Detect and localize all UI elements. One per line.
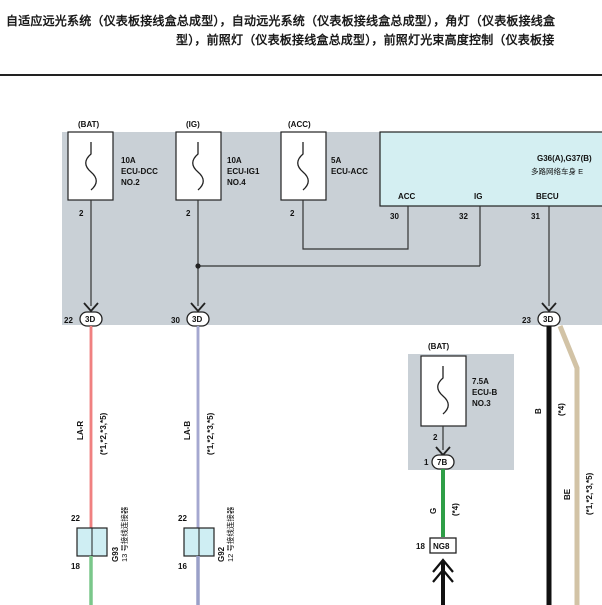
fuse-b-source: (BAT) <box>428 342 450 351</box>
arrow-down-icon <box>541 302 557 313</box>
wire-g-code: G <box>429 508 438 514</box>
junction-g93-pin-top: 22 <box>71 514 80 523</box>
connector-7b-label: 7B <box>437 458 447 467</box>
connector-ng8 <box>429 537 457 554</box>
header-title-line-1: 自适应远光系统（仪表板接线盒总成型），自动远光系统（仪表板接线盒总成型），角灯（… <box>6 14 556 28</box>
wire-la-b-code: LA-B <box>183 421 192 440</box>
connector-ng8-label: NG8 <box>433 542 450 551</box>
wire-la-r-code: LA-R <box>76 421 85 440</box>
ecu-id: G36(A),G37(B) <box>537 154 592 163</box>
wire-la-b-note: (*1,*2,*3,*5) <box>206 412 215 455</box>
junction-g93-id: G93 <box>111 546 120 562</box>
ecu-pin-30: 30 <box>390 212 399 221</box>
ecu-box <box>379 131 602 207</box>
ecu-terminal-acc: ACC <box>398 192 416 201</box>
connector-3d-2-pin: 30 <box>171 316 180 325</box>
junction-g93-pin-bottom: 18 <box>71 562 80 571</box>
fuse-2-rating: 10A <box>227 156 242 165</box>
page-header: 自适应远光系统（仪表板接线盒总成型），自动远光系统（仪表板接线盒总成型），角灯（… <box>0 0 602 76</box>
fuse-2-no: NO.4 <box>227 178 246 187</box>
fuse-1-no: NO.2 <box>121 178 140 187</box>
fuse-b-symbol <box>437 366 449 415</box>
wire-b-note: (*4) <box>557 403 566 416</box>
junction-g92-id: G92 <box>217 546 226 562</box>
fuse-1-symbol <box>85 142 97 191</box>
internal-wiring <box>90 200 550 306</box>
ecu-pin-32: 32 <box>459 212 468 221</box>
ecu-terminal-becu: BECU <box>536 192 559 201</box>
junction-g92-desc: 12 号接线连接器 <box>225 506 235 562</box>
junction-g93-desc: 13 号接线连接器 <box>119 506 129 562</box>
ecu-terminal-ig: IG <box>474 192 482 201</box>
wire-la-r-note: (*1,*2,*3,*5) <box>99 412 108 455</box>
header-divider <box>0 74 602 76</box>
wire-g-note: (*4) <box>451 503 460 516</box>
fuse-1-rating: 10A <box>121 156 136 165</box>
connector-7b-pin: 1 <box>424 458 429 467</box>
junction-g92-pin-bottom: 16 <box>178 562 187 571</box>
fuse-1-name: ECU-DCC <box>121 167 158 176</box>
fuse-2-pin: 2 <box>186 209 191 218</box>
fuse-3-name: ECU-ACC <box>331 167 368 176</box>
fuse-b-no: NO.3 <box>472 399 491 408</box>
fuse-1-pin: 2 <box>79 209 84 218</box>
connector-3d-3-pin: 23 <box>522 316 531 325</box>
connector-3d-3-label: 3D <box>543 315 553 324</box>
arrow-down-icon <box>190 302 206 313</box>
splice-dot <box>195 263 201 269</box>
fuse-3-source: (ACC) <box>288 120 311 129</box>
fuse-b-rating: 7.5A <box>472 377 489 386</box>
junction-g92-pin-top: 22 <box>178 514 187 523</box>
connector-3d-1-label: 3D <box>85 315 95 324</box>
fuse-b-name: ECU-B <box>472 388 498 397</box>
header-title-line-2: 型），前照灯（仪表板接线盒总成型），前照灯光束高度控制（仪表板接 <box>176 33 555 47</box>
arrow-down-icon <box>83 302 99 313</box>
ecu-name: 多路网络车身 E <box>531 166 583 176</box>
fuse-2-symbol <box>192 142 204 191</box>
connector-ng8-pin: 18 <box>416 542 425 551</box>
wire-b-code: B <box>534 408 543 414</box>
connector-3d-1-pin: 22 <box>64 316 73 325</box>
fuse-3-symbol <box>297 142 309 191</box>
fuse-1-source: (BAT) <box>78 120 100 129</box>
wire-be-code: BE <box>563 488 572 500</box>
ecu-pin-31: 31 <box>531 212 540 221</box>
fuse-2-source: (IG) <box>186 120 200 129</box>
fuse-3-pin: 2 <box>290 209 295 218</box>
fuse-2-name: ECU-IG1 <box>227 167 260 176</box>
wire-be <box>557 325 580 605</box>
fuse-b-pin: 2 <box>433 433 438 442</box>
wire-be-note: (*1,*2,*3,*5) <box>585 472 594 515</box>
fuse-3-rating: 5A <box>331 156 341 165</box>
connector-3d-2-label: 3D <box>192 315 202 324</box>
